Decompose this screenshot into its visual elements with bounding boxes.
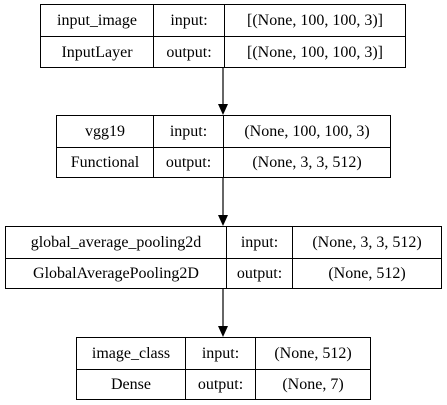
output-label: output:: [236, 265, 283, 282]
input-shape: (None, 3, 3, 512): [312, 233, 422, 251]
input-shape: (None, 100, 100, 3): [244, 122, 370, 140]
layer-node-global-average-pooling2d: global_average_pooling2d GlobalAveragePo…: [5, 226, 442, 289]
output-shape: (None, 512): [328, 265, 406, 282]
layer-node-image-class: image_class Dense input: output: (None, …: [76, 337, 371, 400]
layer-name: vgg19: [85, 122, 125, 140]
layer-name: image_class: [91, 344, 171, 362]
input-label: input:: [201, 344, 240, 362]
input-shape: [(None, 100, 100, 3)]: [247, 11, 383, 29]
output-label: output:: [165, 154, 212, 171]
layer-type: Dense: [111, 376, 151, 393]
input-label: input:: [170, 11, 208, 29]
layer-name: input_image: [57, 11, 137, 29]
output-label: output:: [166, 43, 212, 61]
output-shape: (None, 3, 3, 512): [252, 154, 362, 171]
input-label: input:: [240, 233, 279, 251]
edge-arrow: [218, 68, 228, 115]
output-shape: (None, 7): [282, 376, 344, 393]
layer-type: Functional: [70, 154, 140, 171]
output-label: output:: [197, 376, 244, 393]
input-shape: (None, 512): [274, 344, 352, 362]
edge-arrow: [218, 289, 228, 337]
input-label: input:: [169, 122, 208, 140]
layer-name: global_average_pooling2d: [30, 233, 202, 251]
layer-node-vgg19: vgg19 Functional input: output: (None, 1…: [56, 115, 391, 178]
edge-arrow: [218, 178, 228, 226]
layer-type: InputLayer: [61, 43, 133, 61]
layer-node-input-image: input_image InputLayer input: output: [(…: [40, 4, 406, 68]
output-shape: [(None, 100, 100, 3)]: [247, 43, 383, 61]
layer-type: GlobalAveragePooling2D: [33, 265, 199, 282]
